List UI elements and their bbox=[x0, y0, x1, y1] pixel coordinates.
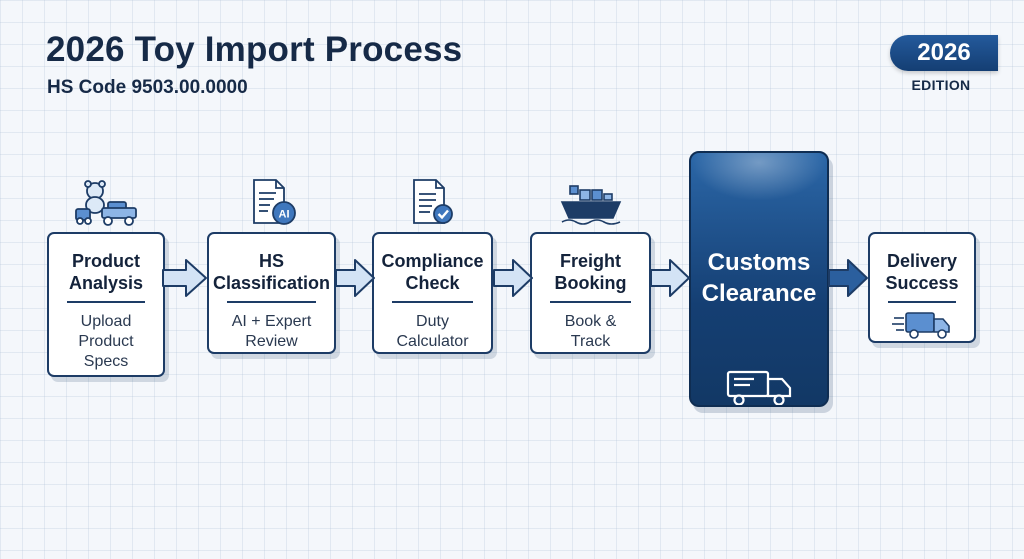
flow-arrow bbox=[493, 259, 533, 297]
flow-arrow bbox=[828, 259, 868, 297]
edition-badge: 2026 bbox=[890, 35, 998, 71]
flow-arrow bbox=[650, 259, 690, 297]
step-description: Book &Track bbox=[564, 313, 617, 350]
step-divider bbox=[67, 301, 145, 303]
step-divider bbox=[888, 301, 956, 303]
toy-icon bbox=[75, 180, 137, 226]
flow-arrow bbox=[162, 259, 207, 297]
page-subtitle: HS Code 9503.00.0000 bbox=[47, 77, 248, 98]
fast-delivery-truck-icon bbox=[892, 312, 950, 339]
delivery-truck-icon bbox=[726, 370, 792, 405]
step-divider bbox=[392, 301, 473, 303]
flow-arrow bbox=[335, 259, 375, 297]
checklist-icon bbox=[413, 179, 453, 224]
page-title: 2026 Toy Import Process bbox=[46, 30, 463, 69]
edition-label: EDITION bbox=[911, 77, 971, 93]
cargo-ship-icon bbox=[560, 185, 622, 225]
svg-text:AI: AI bbox=[279, 209, 290, 221]
ai-document-icon: AI bbox=[253, 179, 296, 225]
step-divider bbox=[550, 301, 631, 303]
step-divider bbox=[227, 301, 316, 303]
highlight-glow bbox=[691, 153, 827, 201]
